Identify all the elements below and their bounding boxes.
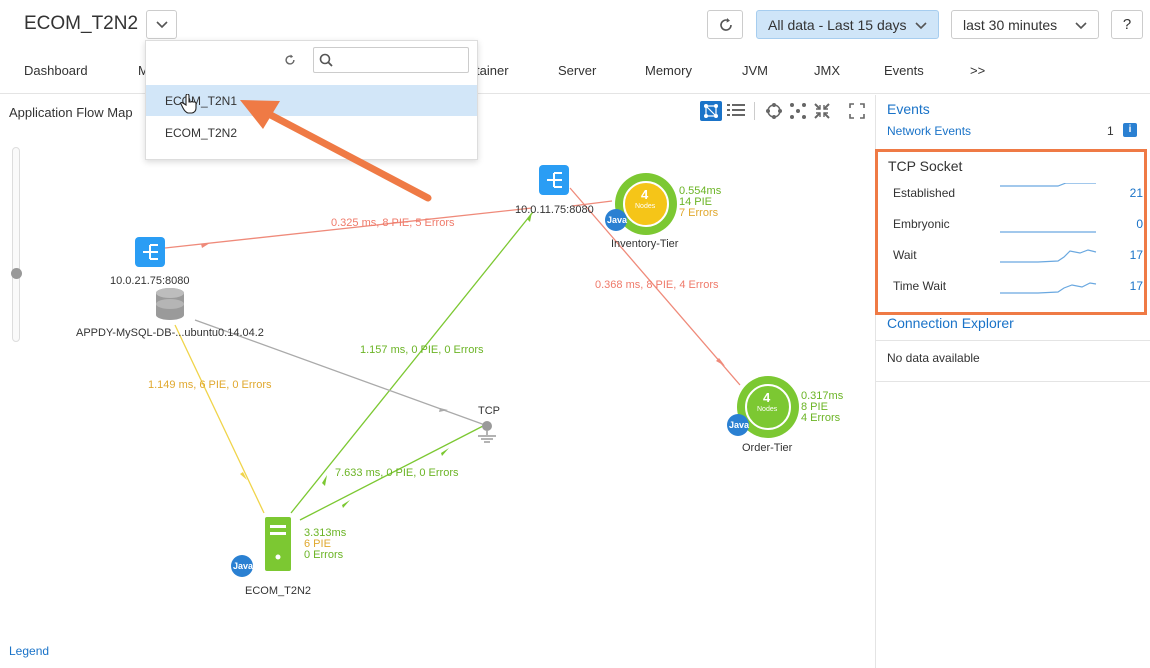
tcp-socket-panel: TCP Socket Established 21 Embryonic 0 Wa… [875, 149, 1147, 315]
inventory-server-label: 10.0.11.75:8080 [515, 204, 594, 216]
database-label: APPDY-MySQL-DB-...ubuntu0.14.04.2 [76, 327, 264, 339]
tab-server[interactable]: Server [558, 63, 597, 78]
tab-events[interactable]: Events [884, 63, 924, 78]
time-window-label: last 30 minutes [963, 17, 1058, 33]
list-view-icon[interactable] [727, 103, 745, 117]
inventory-server-node[interactable] [539, 165, 569, 195]
chevron-down-icon [156, 21, 168, 29]
annotation-arrow [240, 100, 432, 202]
edge-ecom-to-db[interactable] [174, 324, 265, 514]
tcp-row-time-wait[interactable]: Time Wait 17 [893, 276, 1143, 296]
java-badge: Java [729, 420, 750, 430]
flow-map-pane: Application Flow Map [0, 95, 875, 668]
tab-jmx[interactable]: JMX [814, 63, 840, 78]
inventory-nodes-word: Nodes [635, 203, 656, 210]
tcp-row-embryonic[interactable]: Embryonic 0 [893, 214, 1143, 234]
order-stats: 0.317ms 8 PIE 4 Errors [801, 390, 844, 424]
edge-ecom-to-inventory[interactable] [290, 211, 534, 514]
edge-db-to-tcp[interactable] [194, 319, 486, 426]
scatter-layout-icon[interactable] [789, 102, 807, 120]
top-bar: ECOM_T2N2 All data - Last 15 days last 3… [0, 0, 1150, 50]
time-range-button[interactable]: All data - Last 15 days [756, 10, 939, 39]
time-range-label: All data - Last 15 days [768, 17, 907, 33]
legend-link[interactable]: Legend [9, 644, 50, 658]
order-nodes-word: Nodes [757, 406, 778, 413]
java-badge: Java [607, 215, 628, 225]
ecom-label: ECOM_T2N2 [245, 585, 312, 597]
zoom-slider-handle[interactable] [11, 268, 22, 279]
inventory-tier-node[interactable] [605, 173, 677, 235]
ecom-node[interactable] [231, 517, 291, 577]
edge-app-to-inventory[interactable] [164, 207, 533, 249]
app-server-label: 10.0.21.75:8080 [110, 275, 190, 287]
no-data-text: No data available [887, 351, 980, 365]
fullscreen-icon[interactable] [849, 103, 865, 119]
menu-item-ecom-t2n2[interactable]: ECOM_T2N2 [165, 126, 238, 140]
edge-inventory-to-order[interactable] [569, 187, 741, 386]
tab-dashboard[interactable]: Dashboard [24, 63, 88, 78]
network-events-link[interactable]: Network Events [887, 124, 972, 138]
edge-label-inventory-to-order[interactable]: 0.368 ms, 8 PIE, 4 Errors [595, 279, 719, 291]
embryonic-sparkline [1000, 231, 1096, 233]
order-tier-node[interactable] [727, 376, 799, 438]
java-badge: Java [233, 561, 254, 571]
search-icon [319, 53, 333, 67]
wait-sparkline [1000, 249, 1097, 263]
network-events-count: 1 [1107, 124, 1114, 138]
graph-view-icon[interactable] [700, 101, 722, 121]
right-panel: Events Network Events 1 i Connection Exp… [875, 95, 1150, 668]
flow-map-canvas [135, 165, 799, 577]
edge-inv-server-to-tier[interactable] [571, 200, 613, 207]
tab-container[interactable]: tainer [476, 63, 509, 78]
zoom-slider[interactable] [12, 147, 20, 342]
circular-layout-icon[interactable] [765, 102, 783, 120]
hand-cursor-icon [180, 94, 197, 114]
refresh-icon[interactable] [283, 53, 297, 67]
inventory-tier-label: Inventory-Tier [611, 238, 679, 250]
tcp-node[interactable] [478, 421, 496, 443]
toolbar-divider [754, 102, 755, 120]
tab-memory[interactable]: Memory [645, 63, 692, 78]
menu-search-input[interactable] [313, 47, 469, 73]
edge-label-ecom-to-tcp[interactable]: 7.633 ms, 0 PIE, 0 Errors [335, 467, 459, 479]
chevron-down-icon [1075, 22, 1087, 30]
tcp-socket-title: TCP Socket [888, 158, 963, 174]
time-wait-sparkline [1000, 282, 1097, 294]
tab-more[interactable]: >> [970, 63, 986, 78]
refresh-icon [720, 18, 732, 31]
app-title: ECOM_T2N2 [24, 13, 139, 34]
order-node-count: 4 [763, 390, 771, 405]
app-selector-dropdown-button[interactable] [146, 10, 177, 39]
tcp-label: TCP [478, 405, 500, 417]
events-title[interactable]: Events [887, 101, 930, 117]
time-window-dropdown[interactable]: last 30 minutes [951, 10, 1099, 39]
order-tier-label: Order-Tier [742, 442, 793, 454]
collapse-icon[interactable] [813, 102, 831, 120]
divider [876, 340, 1150, 341]
chevron-down-icon [915, 22, 927, 30]
database-node[interactable] [156, 288, 184, 320]
tab-jvm[interactable]: JVM [742, 63, 768, 78]
inventory-stats: 0.554ms 14 PIE 7 Errors [679, 185, 722, 219]
edge-label-ecom-to-inventory[interactable]: 1.157 ms, 0 PIE, 0 Errors [360, 344, 484, 356]
tcp-row-wait[interactable]: Wait 17 [893, 245, 1143, 265]
tab-m[interactable]: M [138, 63, 149, 78]
connection-explorer-link[interactable]: Connection Explorer [887, 315, 1014, 331]
edge-label-ecom-to-db[interactable]: 1.149 ms, 6 PIE, 0 Errors [148, 379, 272, 391]
app-server-node[interactable] [135, 237, 165, 267]
help-button[interactable]: ? [1111, 10, 1143, 39]
divider [876, 381, 1150, 382]
edge-label-app-to-inventory[interactable]: 0.325 ms, 8 PIE, 5 Errors [331, 217, 455, 229]
established-sparkline [1000, 183, 1096, 187]
info-icon[interactable]: i [1123, 123, 1137, 137]
flow-map-title[interactable]: Application Flow Map [9, 105, 133, 120]
inventory-node-count: 4 [641, 187, 649, 202]
menu-item-ecom-t2n1[interactable]: ECOM_T2N1 [146, 85, 477, 116]
edge-ecom-to-tcp[interactable] [299, 424, 486, 521]
tcp-row-established[interactable]: Established 21 [893, 183, 1143, 203]
tab-bar: Dashboard M tainer Server Memory JVM JMX… [0, 50, 1150, 94]
refresh-button[interactable] [707, 10, 743, 39]
ecom-stats: 3.313ms 6 PIE 0 Errors [304, 527, 347, 561]
